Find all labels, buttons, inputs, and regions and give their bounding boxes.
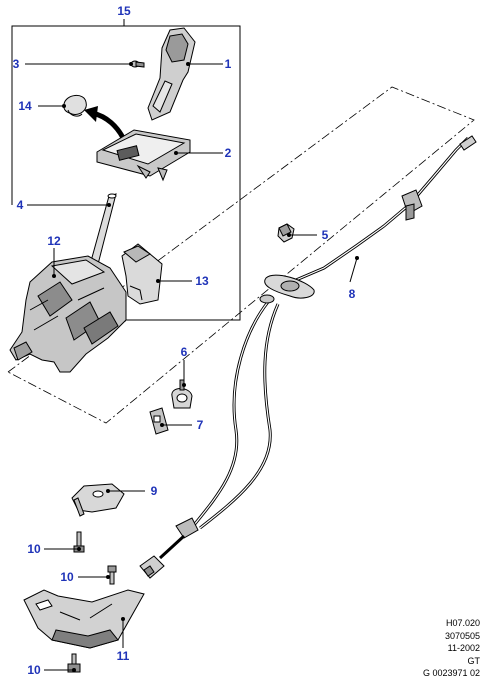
shifter-housing xyxy=(9,255,127,373)
stamp-line: G 0023971 02 xyxy=(422,668,480,678)
callout-13: 13 xyxy=(195,274,209,288)
bolt-middle xyxy=(107,565,117,585)
leader-lines xyxy=(25,62,359,672)
gear-cables xyxy=(139,294,280,579)
lower-bracket xyxy=(23,589,145,649)
callout-8: 8 xyxy=(349,287,356,301)
callout-7: 7 xyxy=(197,418,204,432)
callout-10-upper: 10 xyxy=(27,542,41,556)
selector-trim xyxy=(96,129,191,182)
stamp-line: H07.020 xyxy=(445,618,480,628)
stamp-line: 11-2002 xyxy=(447,643,480,653)
gaiter-cover xyxy=(121,243,163,305)
clip xyxy=(63,95,87,117)
callout-3: 3 xyxy=(13,57,20,71)
removal-arrow xyxy=(84,106,128,144)
callout-15: 15 xyxy=(117,4,131,18)
callout-9: 9 xyxy=(151,484,158,498)
callout-5: 5 xyxy=(322,228,329,242)
callout-1: 1 xyxy=(225,57,232,71)
callout-4: 4 xyxy=(17,198,24,212)
callout-14: 14 xyxy=(18,99,32,113)
bolt-upper xyxy=(73,531,85,553)
cable-nut xyxy=(277,223,295,243)
callout-6: 6 xyxy=(181,345,188,359)
shift-knob xyxy=(147,27,196,121)
selector-cable xyxy=(264,135,477,299)
drawing-reference-stamp: H07.020 3070505 11-2002 GT G 0023971 02 xyxy=(423,617,480,680)
callout-2: 2 xyxy=(225,146,232,160)
callout-10-middle: 10 xyxy=(60,570,74,584)
mounting-plate xyxy=(71,483,125,517)
cable-clip xyxy=(171,379,193,409)
callout-12: 12 xyxy=(47,234,61,248)
stamp-line: 3070505 xyxy=(444,630,480,641)
stamp-line: GT xyxy=(467,655,481,666)
assembly-outline xyxy=(7,86,475,424)
cable-bracket xyxy=(149,407,169,435)
callout-10-lower: 10 xyxy=(27,663,41,677)
callout-11: 11 xyxy=(117,649,130,663)
